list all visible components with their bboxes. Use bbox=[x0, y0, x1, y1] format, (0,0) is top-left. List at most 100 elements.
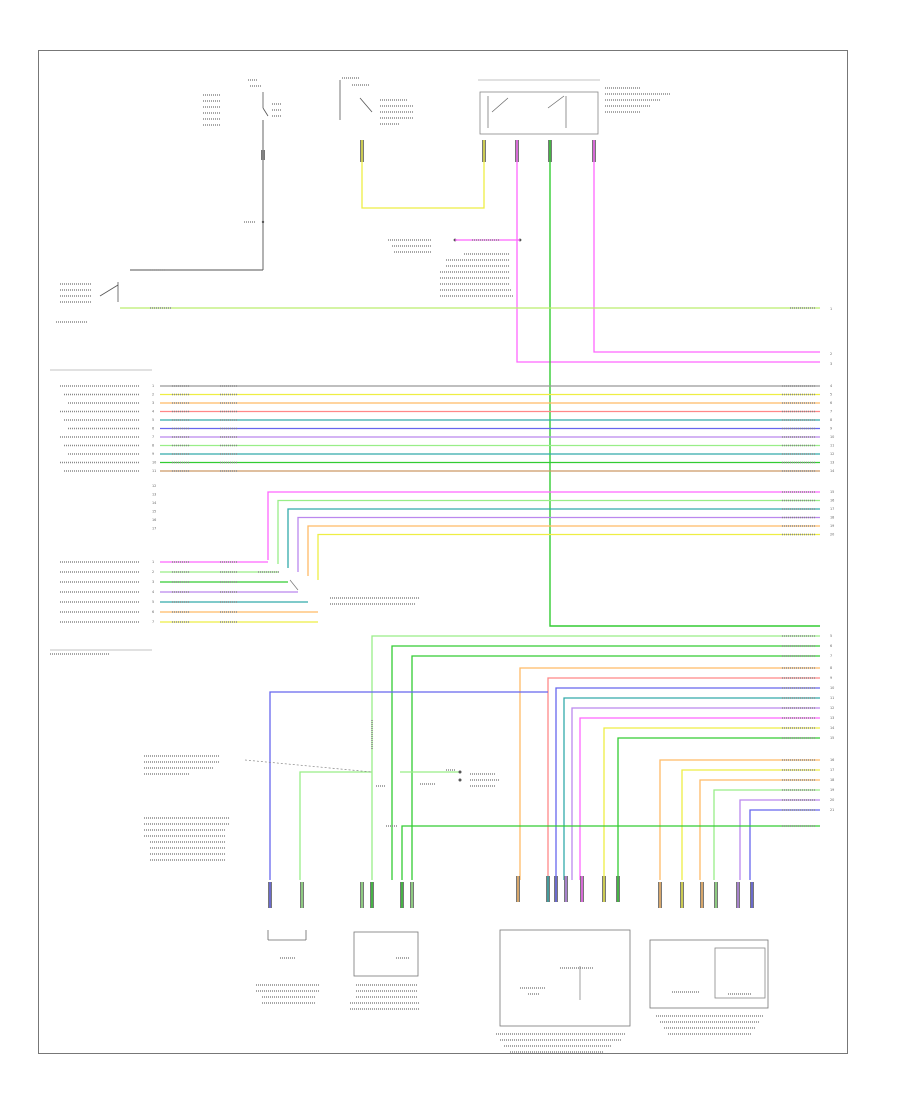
dashed-callout bbox=[244, 759, 373, 773]
pin-number: 4 bbox=[152, 590, 154, 594]
wire-green-lower bbox=[401, 825, 820, 880]
relay-box bbox=[479, 91, 599, 135]
splice-dot bbox=[458, 770, 462, 774]
pin-number: 10 bbox=[152, 461, 156, 465]
lower-wire-4 bbox=[519, 667, 820, 880]
pin-number: 11 bbox=[152, 469, 156, 473]
splice-marker bbox=[289, 579, 299, 591]
pin-number: 20 bbox=[830, 533, 834, 537]
pin-number: 15 bbox=[152, 510, 156, 514]
pin-number: 7 bbox=[830, 654, 832, 658]
pin-number: 20 bbox=[830, 798, 834, 802]
fan-wire-3 bbox=[287, 508, 820, 568]
pin-number: 16 bbox=[830, 758, 834, 762]
pin-number: 19 bbox=[830, 788, 834, 792]
lower-wire-6 bbox=[555, 687, 820, 880]
pin-number: 21 bbox=[830, 808, 834, 812]
pin-number: 13 bbox=[830, 716, 834, 720]
wire-green-main bbox=[549, 162, 820, 627]
pin-number: 14 bbox=[830, 469, 834, 473]
wire-yellow-switch bbox=[361, 140, 485, 209]
right-group-wire-3 bbox=[699, 779, 820, 880]
wire-blue-sensor bbox=[269, 691, 548, 880]
pin-number: 2 bbox=[830, 352, 832, 356]
pin-number: 2 bbox=[152, 393, 154, 397]
pin-number: 8 bbox=[830, 418, 832, 422]
right-group-wire-4 bbox=[713, 789, 820, 880]
pin-number: 10 bbox=[830, 686, 834, 690]
pin-number: 5 bbox=[830, 393, 832, 397]
pin-number: 13 bbox=[830, 461, 834, 465]
pin-number: 7 bbox=[152, 620, 154, 624]
switch2-blade bbox=[359, 97, 373, 113]
fan-wire-4 bbox=[297, 516, 820, 572]
lower-wire-5 bbox=[547, 677, 820, 880]
right-group-wire-6 bbox=[749, 809, 820, 880]
pin-number: 12 bbox=[152, 484, 156, 488]
pin-number: 3 bbox=[152, 580, 154, 584]
throttle-body-box bbox=[499, 929, 631, 1027]
pin-number: 9 bbox=[152, 452, 154, 456]
lower-wire-10 bbox=[603, 727, 820, 880]
pin-number: 3 bbox=[152, 401, 154, 405]
pin-number: 1 bbox=[830, 307, 832, 311]
pin-number: 4 bbox=[830, 384, 832, 388]
splice-dot bbox=[261, 220, 265, 224]
right-group-wire-5 bbox=[739, 799, 820, 880]
pin-number: 17 bbox=[830, 507, 834, 511]
wire-pink-2 bbox=[593, 162, 820, 353]
pin-number: 11 bbox=[830, 696, 834, 700]
sensor2-box bbox=[353, 931, 419, 977]
pin-number: 17 bbox=[830, 768, 834, 772]
fan-wire-5 bbox=[307, 525, 820, 576]
pin-number: 12 bbox=[830, 706, 834, 710]
pin-number: 5 bbox=[830, 634, 832, 638]
pin-number: 8 bbox=[152, 444, 154, 448]
lower-wire-7 bbox=[563, 697, 820, 880]
lower-wire-8 bbox=[571, 707, 820, 880]
diagram-frame bbox=[38, 50, 848, 1054]
pin-number: 10 bbox=[830, 435, 834, 439]
pin-number: 6 bbox=[152, 610, 154, 614]
pin-number: 14 bbox=[152, 501, 156, 505]
right-group-wire-1 bbox=[659, 759, 820, 880]
lower-wire-3 bbox=[411, 655, 820, 880]
wire-lime-sensor bbox=[299, 771, 372, 880]
pin-number: 16 bbox=[830, 499, 834, 503]
pin-number: 9 bbox=[830, 676, 832, 680]
pin-number: 18 bbox=[830, 516, 834, 520]
pin-number: 6 bbox=[830, 644, 832, 648]
pin-number: 15 bbox=[830, 736, 834, 740]
pin-number: 13 bbox=[152, 493, 156, 497]
fan-wire-1 bbox=[267, 491, 820, 560]
pin-number: 14 bbox=[830, 726, 834, 730]
pin-number: 5 bbox=[152, 418, 154, 422]
pin-number: 15 bbox=[830, 490, 834, 494]
pin-number: 3 bbox=[830, 362, 832, 366]
pin-number: 1 bbox=[152, 384, 154, 388]
pin-number: 19 bbox=[830, 524, 834, 528]
pin-number: 7 bbox=[830, 410, 832, 414]
pin-number: 8 bbox=[830, 666, 832, 670]
pedal-sensor-box bbox=[649, 939, 769, 1009]
lower-wire-1 bbox=[371, 635, 820, 880]
pin-number: 6 bbox=[830, 401, 832, 405]
pin-number: 12 bbox=[830, 452, 834, 456]
fan-wire-6 bbox=[317, 533, 820, 580]
right-group-wire-2 bbox=[681, 769, 820, 880]
pin-number: 7 bbox=[152, 435, 154, 439]
pin-number: 4 bbox=[152, 410, 154, 414]
lower-wire-2 bbox=[391, 645, 820, 880]
switch-blade bbox=[262, 107, 269, 117]
pin-number: 17 bbox=[152, 527, 156, 531]
lower-wire-11 bbox=[617, 737, 820, 880]
pin-number: 6 bbox=[152, 427, 154, 431]
fan-wire-2 bbox=[277, 499, 820, 564]
pin-number: 11 bbox=[830, 444, 834, 448]
pin-number: 16 bbox=[152, 518, 156, 522]
pin-number: 5 bbox=[152, 600, 154, 604]
pin-number: 1 bbox=[152, 560, 154, 564]
relay-contact bbox=[491, 97, 509, 113]
pin-number: 18 bbox=[830, 778, 834, 782]
pin-number: 9 bbox=[830, 427, 832, 431]
